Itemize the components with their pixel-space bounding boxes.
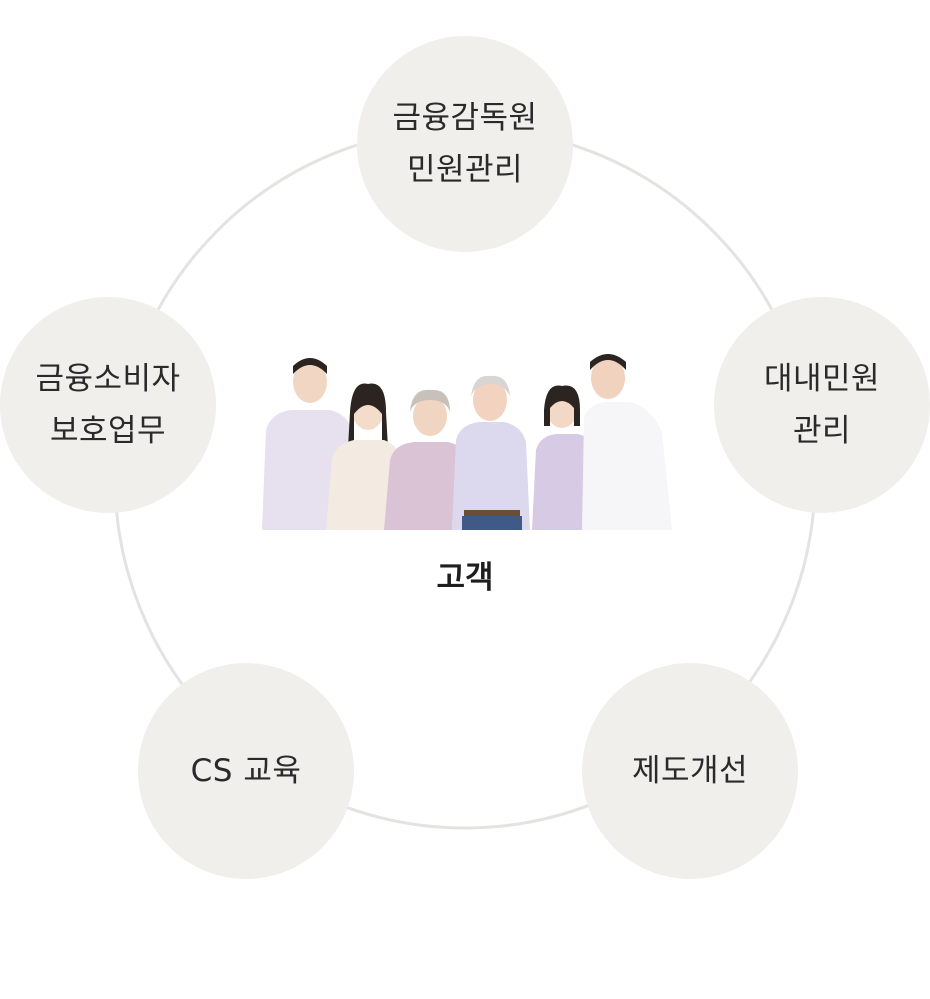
person-6 [582,354,672,530]
node-line: CS 교육 [190,753,302,789]
node-line: 민원관리 [406,152,524,188]
person-2 [326,383,402,530]
person-5 [532,385,598,530]
node-line: 대내민원 [763,361,881,397]
family-photo [262,354,672,530]
person-4 [452,375,530,530]
node-line: 보호업무 [49,413,167,449]
node-system-improvement: 제도개선 [582,663,798,879]
node-internal-complaint: 대내민원 관리 [714,297,930,513]
node-line: 금융감독원 [392,100,538,136]
node-line: 관리 [792,413,852,449]
node-line: 금융소비자 [35,361,181,397]
node-line: 제도개선 [631,753,749,789]
node-consumer-protection: 금융소비자 보호업무 [0,297,216,513]
node-fss-complaint-management: 금융감독원 민원관리 [357,36,573,252]
person-3 [384,389,472,530]
node-cs-education: CS 교육 [138,663,354,879]
center-label: 고객 [436,560,494,596]
